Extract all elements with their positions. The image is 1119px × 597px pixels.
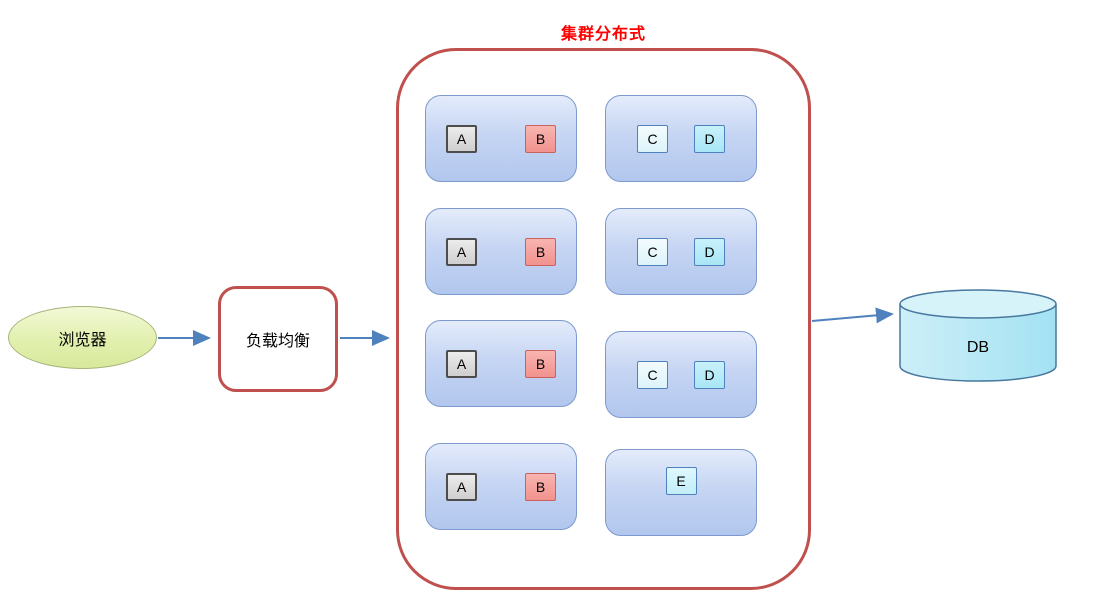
browser-label: 浏览器 [58,331,107,349]
app-node-cd-3: C D [605,331,757,418]
app-node-ab-2: A B [425,208,577,295]
module-e: E [665,467,697,495]
app-node-ab-1: A B [425,95,577,182]
module-d: D [694,360,725,389]
browser-node: 浏览器 [8,306,157,369]
module-a: A [446,349,477,378]
module-c: C [637,124,668,153]
module-c: C [637,237,668,266]
app-node-ab-4: A B [425,443,577,530]
module-b: B [525,472,556,501]
module-c: C [637,360,668,389]
module-a: A [446,237,477,266]
app-node-e: E [605,449,757,536]
arrow-cluster-to-db [811,307,894,324]
load-balancer-label: 负载均衡 [245,333,310,350]
app-node-ab-3: A B [425,320,577,407]
module-a: A [446,124,477,153]
module-b: B [525,237,556,266]
database-label: DB [967,339,989,356]
app-node-cd-1: C D [605,95,757,182]
module-b: B [525,349,556,378]
load-balancer-node: 负载均衡 [218,286,338,392]
module-a: A [446,472,477,501]
module-d: D [694,124,725,153]
module-b: B [525,124,556,153]
database-cylinder: DB [899,289,1057,382]
module-d: D [694,237,725,266]
cluster-title: 集群分布式 [560,26,646,43]
app-node-cd-2: C D [605,208,757,295]
